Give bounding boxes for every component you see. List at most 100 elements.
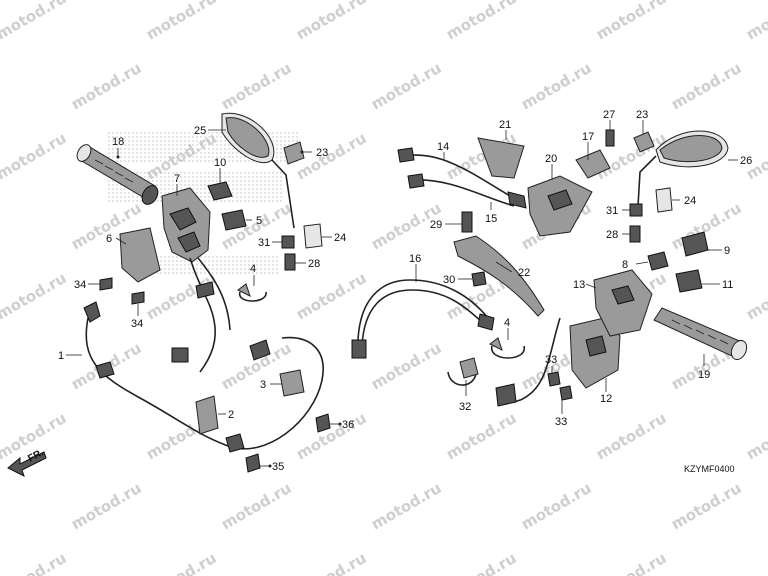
master-cylinder-holder xyxy=(575,149,611,179)
cable-clamp-32 xyxy=(447,357,479,386)
master-cylinder xyxy=(527,175,593,237)
watermark-text: motod.ru xyxy=(593,549,669,576)
diagram-code: KZYMF0400 xyxy=(684,464,735,474)
left-wire-band xyxy=(237,283,267,302)
watermark-text: motod.ru xyxy=(443,409,519,464)
left-lever-cable xyxy=(83,301,324,453)
callout-23-left: 23 xyxy=(316,147,328,159)
light-switch xyxy=(675,269,703,293)
watermark-text: motod.ru xyxy=(368,339,444,394)
watermark-text: motod.ru xyxy=(368,59,444,114)
callout-9: 9 xyxy=(724,245,730,257)
callout-15: 15 xyxy=(485,213,497,225)
callout-25: 25 xyxy=(194,125,206,137)
callout-31-left: 31 xyxy=(258,237,270,249)
watermark-text: motod.ru xyxy=(593,409,669,464)
right-switch-housing xyxy=(593,269,653,337)
watermark-text: motod.ru xyxy=(68,479,144,534)
watermark-text: motod.ru xyxy=(368,479,444,534)
brake-lever xyxy=(453,235,545,317)
watermark-text: motod.ru xyxy=(668,59,744,114)
front-direction-label: FR. xyxy=(26,447,46,464)
callout-35: 35 xyxy=(272,461,284,473)
start-switch xyxy=(647,251,669,271)
callout-1: 1 xyxy=(58,350,64,362)
callout-34-a: 34 xyxy=(74,279,86,291)
lever-pivot-bolt xyxy=(461,211,473,233)
watermark-text: motod.ru xyxy=(143,0,219,43)
callout-33-b: 33 xyxy=(555,416,567,428)
callout-16: 16 xyxy=(409,253,421,265)
callout-13: 13 xyxy=(573,279,585,291)
cable-guide-3 xyxy=(279,369,305,397)
callout-29: 29 xyxy=(430,219,442,231)
watermark-text: motod.ru xyxy=(68,59,144,114)
watermark-text: motod.ru xyxy=(743,409,768,464)
right-mirror xyxy=(637,130,729,207)
right-mirror-boot xyxy=(655,187,673,213)
watermark-text: motod.ru xyxy=(0,129,69,184)
watermark-text: motod.ru xyxy=(443,549,519,576)
dimmer-switch xyxy=(221,209,247,231)
callout-5: 5 xyxy=(256,215,262,227)
left-mirror-boot xyxy=(303,223,323,249)
watermark-text: motod.ru xyxy=(518,479,594,534)
watermark-text: motod.ru xyxy=(293,549,369,576)
watermark-text: motod.ru xyxy=(743,0,768,43)
master-cylinder-cover xyxy=(477,137,525,179)
brake-switch-wires xyxy=(397,147,527,209)
right-mirror-nut xyxy=(629,203,643,217)
callout-4-left: 4 xyxy=(250,263,256,275)
left-switch-cover xyxy=(119,227,161,283)
left-mirror-nut xyxy=(281,235,295,249)
lever-nut xyxy=(471,271,487,287)
callout-17: 17 xyxy=(582,131,594,143)
right-harness xyxy=(495,317,561,407)
callout-12: 12 xyxy=(600,393,612,405)
watermark-text: motod.ru xyxy=(293,129,369,184)
watermark-text: motod.ru xyxy=(0,0,69,43)
callout-26: 26 xyxy=(740,155,752,167)
left-mirror-cap xyxy=(283,141,305,165)
right-grip xyxy=(653,307,748,361)
front-direction-arrow xyxy=(7,451,47,477)
watermark-text: motod.ru xyxy=(0,549,69,576)
callout-3: 3 xyxy=(260,379,266,391)
callout-33-a: 33 xyxy=(545,354,557,366)
left-mirror-bolt xyxy=(284,253,296,271)
callout-4-right: 4 xyxy=(504,317,510,329)
callout-11: 11 xyxy=(722,279,733,291)
callout-14: 14 xyxy=(437,141,449,153)
callout-19: 19 xyxy=(698,369,710,381)
callout-30: 30 xyxy=(443,274,455,286)
watermark-text: motod.ru xyxy=(743,549,768,576)
watermark-text: motod.ru xyxy=(143,269,219,324)
right-screw-b xyxy=(559,385,573,401)
callout-34-b: 34 xyxy=(131,318,143,330)
right-screw-a xyxy=(547,371,561,387)
callout-31-right: 31 xyxy=(606,205,618,217)
left-mirror xyxy=(221,112,295,229)
watermark-text: motod.ru xyxy=(0,269,69,324)
watermark-text: motod.ru xyxy=(218,479,294,534)
callout-2: 2 xyxy=(228,409,234,421)
bolt-27 xyxy=(605,129,615,147)
callout-36: 36 xyxy=(342,419,354,431)
cable-guide-2 xyxy=(195,395,219,435)
watermark-text: motod.ru xyxy=(743,269,768,324)
left-grip xyxy=(76,144,159,205)
right-mirror-bolt xyxy=(629,225,641,243)
callout-24-left: 24 xyxy=(334,232,346,244)
watermark-text: motod.ru xyxy=(293,0,369,43)
watermark-text: motod.ru xyxy=(518,59,594,114)
left-screw-a xyxy=(99,277,113,291)
right-wire-band xyxy=(489,337,525,359)
watermark-text: motod.ru xyxy=(218,59,294,114)
callout-32: 32 xyxy=(459,401,471,413)
callout-10: 10 xyxy=(214,157,226,169)
callout-27: 27 xyxy=(603,109,615,121)
watermark-text: motod.ru xyxy=(593,0,669,43)
